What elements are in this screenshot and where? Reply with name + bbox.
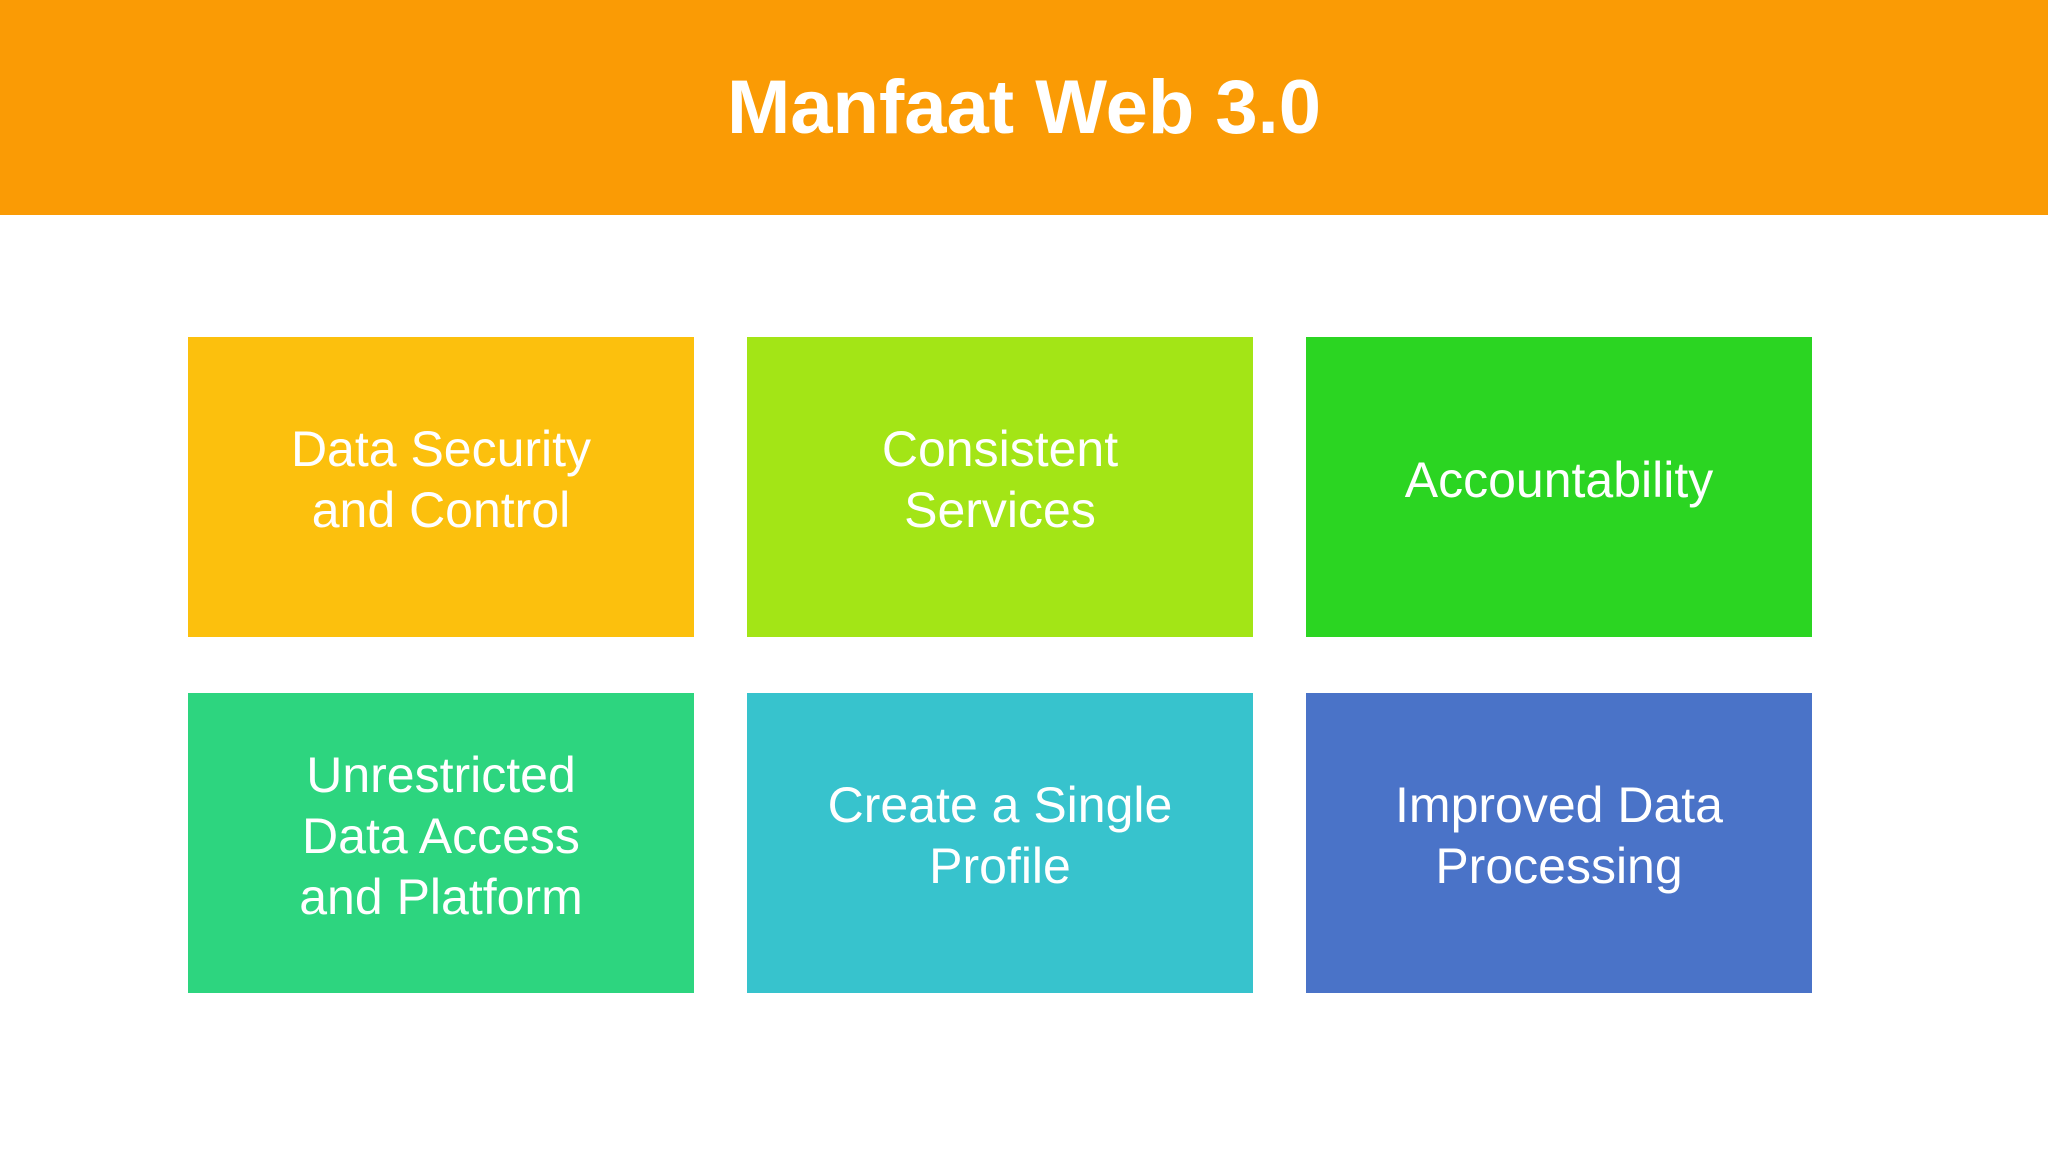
benefit-line: Data Security [290,421,592,477]
benefit-label: Create a Single Profile [828,775,1173,897]
benefit-card-consistent-services: Consistent Services [747,337,1253,637]
benefit-line: Unrestricted [306,746,576,803]
benefit-line: Improved Data [1395,777,1723,833]
benefit-label: Improved Data Processing [1395,775,1723,897]
benefit-card-create-a-single-profile: Create a Single Profile [747,693,1253,993]
benefit-line: Consistent [881,421,1119,477]
benefit-line: Accountability [1404,451,1714,508]
page-title: Manfaat Web 3.0 [726,65,1322,150]
benefit-label: Data Security and Control [291,419,591,541]
benefit-label: Accountability [1405,450,1714,511]
header-banner: Manfaat Web 3.0 [0,0,2048,215]
benefit-line: Data Access [302,807,580,864]
benefit-line: Create a Single [827,777,1173,833]
benefit-card-improved-data-processing: Improved Data Processing [1306,693,1812,993]
benefit-line: Profile [929,838,1071,894]
benefit-label: Unrestricted Data Access and Platform [299,745,582,928]
benefit-label: Consistent Services [882,419,1118,541]
benefit-line: Processing [1435,838,1683,894]
benefit-card-accountability: Accountability [1306,337,1812,637]
benefit-card-unrestricted-data-access-and-platform: Unrestricted Data Access and Platform [188,693,694,993]
benefit-line: and Platform [299,868,583,925]
benefit-line: Services [904,482,1096,538]
benefits-grid: Data Security and Control Consistent Ser… [188,337,1812,993]
benefit-line: and Control [311,482,571,538]
benefit-card-data-security-and-control: Data Security and Control [188,337,694,637]
